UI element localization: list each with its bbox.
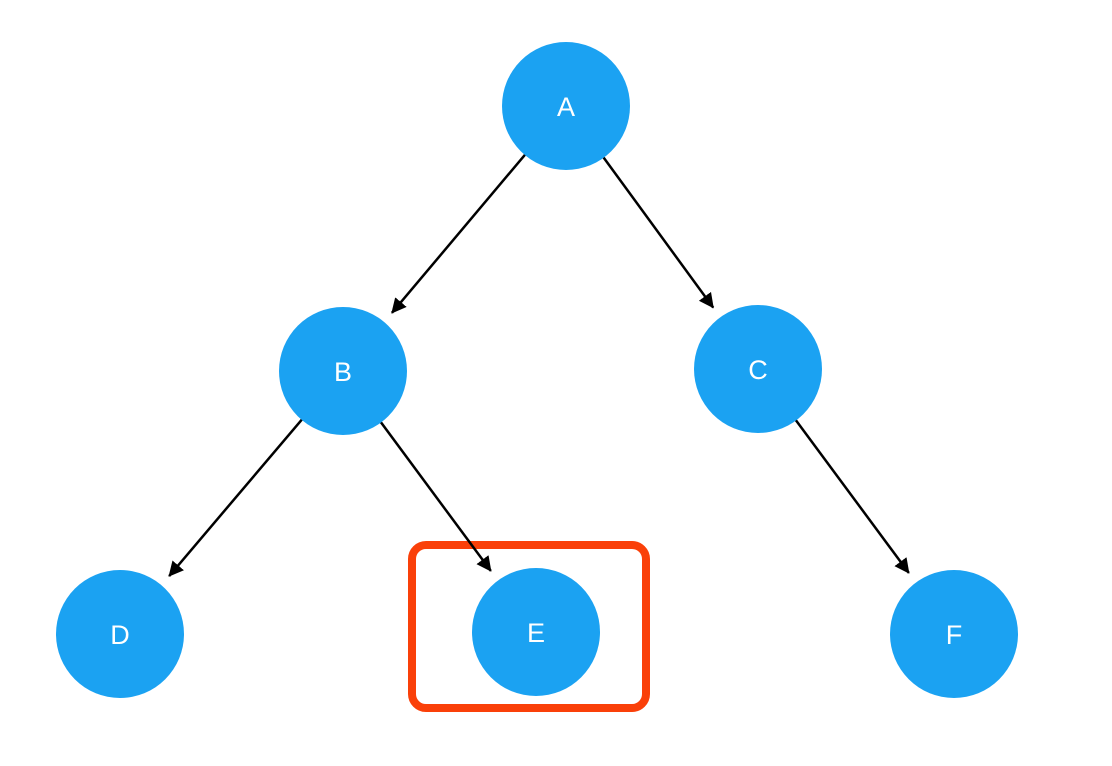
node-D[interactable]: D (56, 570, 184, 698)
edge-A-C (600, 153, 715, 309)
node-C-label: C (748, 355, 768, 385)
node-B-circle[interactable] (279, 307, 407, 435)
node-F-circle[interactable] (890, 570, 1018, 698)
edge-A-B (390, 151, 529, 314)
node-B-label: B (334, 357, 352, 387)
node-D-circle[interactable] (56, 570, 184, 698)
node-C-circle[interactable] (694, 305, 822, 433)
node-A[interactable]: A (502, 42, 630, 170)
node-F-label: F (946, 620, 963, 650)
edge-B-D (168, 415, 306, 577)
node-A-circle[interactable] (502, 42, 630, 170)
highlight-box-E (408, 541, 650, 712)
node-E-label: E (527, 618, 545, 648)
node-C[interactable]: C (694, 305, 822, 433)
node-E-circle[interactable] (472, 568, 600, 696)
edge-C-F (792, 416, 910, 574)
node-B[interactable]: B (279, 307, 407, 435)
node-D-label: D (110, 620, 130, 650)
node-F[interactable]: F (890, 570, 1018, 698)
edge-B-E (377, 418, 492, 572)
node-A-label: A (557, 92, 575, 122)
node-E[interactable]: E (472, 568, 600, 696)
